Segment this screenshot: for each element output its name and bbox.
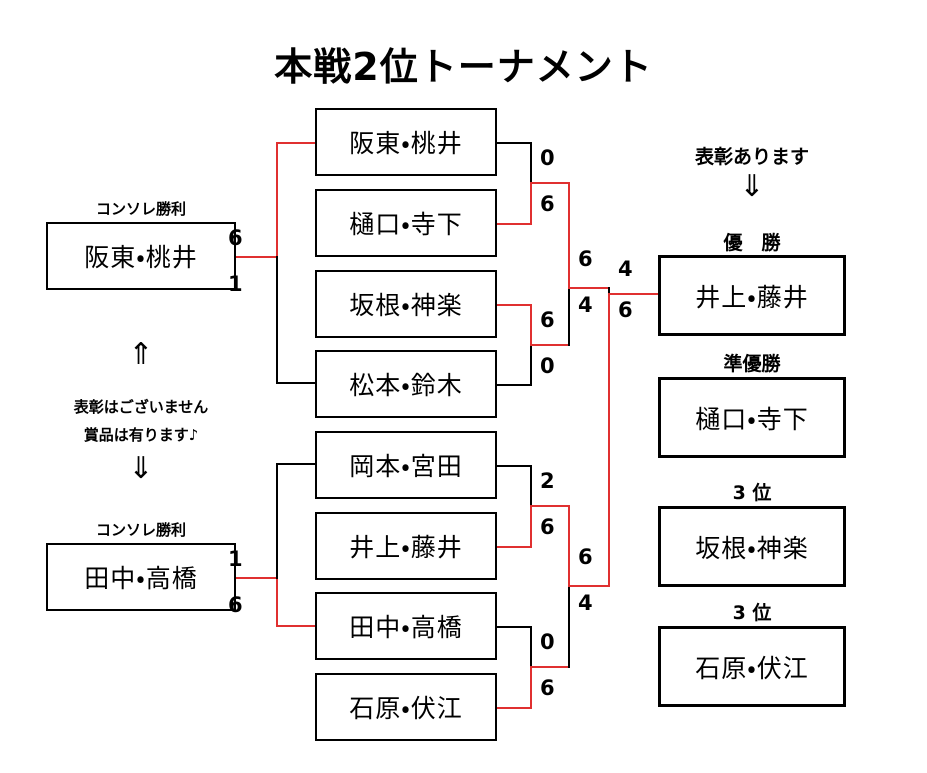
qf4-out [530, 666, 570, 668]
sf1-score-bottom: 4 [578, 293, 593, 317]
round1-box-7[interactable]: 田中・高橋 [315, 592, 497, 660]
consolation-top-player: 阪東・桃井 [84, 243, 198, 272]
consolation-bottom-box[interactable]: 田中・高橋 [46, 543, 236, 611]
qf1-score-top: 0 [540, 146, 555, 170]
round1-box-6[interactable]: 井上・藤井 [315, 512, 497, 580]
consolation-top-label: コンソレ勝利 [95, 200, 186, 218]
qf2-score-top: 6 [540, 308, 555, 332]
note-line-1: 表彰はございません [73, 398, 209, 416]
cons-bot-red-riser [276, 577, 278, 627]
result-player-1: 井上・藤井 [695, 282, 809, 312]
cons-bot-black-arm [276, 463, 316, 465]
qf1-bottom-arm [497, 223, 532, 225]
consolation-top-box[interactable]: 阪東・桃井 [46, 222, 236, 290]
qf2-top-riser [530, 304, 532, 346]
award-arrow-down-icon: ⇓ [739, 169, 765, 204]
cons-top-red-arm [276, 142, 316, 144]
qf2-top-arm [497, 304, 532, 306]
qf3-score-top: 2 [540, 469, 555, 493]
round1-player-5: 岡本・宮田 [349, 452, 463, 481]
sf2-bottom-riser [568, 585, 570, 668]
qf3-out [530, 505, 570, 507]
round1-player-6: 井上・藤井 [349, 533, 463, 562]
round1-player-1: 阪東・桃井 [349, 129, 463, 158]
qf2-score-bottom: 0 [540, 354, 555, 378]
qf4-score-bottom: 6 [540, 676, 555, 700]
result-box-champion[interactable]: 井上・藤井 [658, 255, 846, 336]
sf2-top-riser [568, 505, 570, 587]
cons-bot-red-arm [276, 625, 316, 627]
cons-top-red-riser [276, 142, 278, 258]
qf4-bottom-riser [530, 666, 532, 709]
final-score-top: 4 [618, 257, 633, 281]
qf2-out [530, 344, 570, 346]
result-rank-1: 優 勝 [723, 232, 781, 254]
consolation-bottom-player: 田中・高橋 [84, 564, 198, 593]
cons-bot-red-stub [236, 577, 278, 579]
qf3-bottom-riser [530, 505, 532, 548]
sf2-out [568, 585, 610, 587]
qf3-bottom-arm [497, 546, 532, 548]
final-bottom-riser [608, 293, 610, 585]
result-box-runner-up[interactable]: 樋口・寺下 [658, 377, 846, 458]
qf1-bottom-riser [530, 182, 532, 225]
page-title: 本戦2位トーナメント [274, 45, 653, 89]
round1-player-3: 坂根・神楽 [349, 291, 463, 320]
round1-player-2: 樋口・寺下 [349, 210, 463, 239]
qf4-top-arm [497, 626, 532, 628]
sf1-out [568, 287, 610, 289]
qf1-top-arm [497, 142, 532, 144]
qf4-score-top: 0 [540, 630, 555, 654]
final-top-riser [608, 287, 610, 295]
qf3-top-arm [497, 465, 532, 467]
qf3-top-riser [530, 465, 532, 507]
result-box-third-b[interactable]: 石原・伏江 [658, 626, 846, 707]
consolation-top-score-win: 6 [228, 226, 243, 250]
result-player-4: 石原・伏江 [695, 653, 809, 683]
note-arrow-down-icon: ⇓ [128, 451, 154, 486]
note-line-2: 賞品は有ります♪ [83, 426, 199, 444]
sf2-score-bottom: 4 [578, 591, 593, 615]
qf2-bottom-arm [497, 384, 532, 386]
round1-box-1[interactable]: 阪東・桃井 [315, 108, 497, 176]
sf1-score-top: 6 [578, 247, 593, 271]
round1-player-7: 田中・高橋 [349, 613, 463, 642]
round1-box-5[interactable]: 岡本・宮田 [315, 431, 497, 499]
note-arrow-up-icon: ⇑ [128, 337, 154, 372]
round1-player-4: 松本・鈴木 [349, 371, 463, 400]
sf1-top-riser [568, 182, 570, 289]
result-player-3: 坂根・神楽 [695, 533, 809, 563]
cons-top-red-stub [236, 256, 278, 258]
cons-top-black-riser [276, 256, 278, 384]
consolation-bottom-score-lose: 1 [228, 547, 243, 571]
qf1-out [530, 182, 570, 184]
qf4-bottom-arm [497, 707, 532, 709]
round1-box-2[interactable]: 樋口・寺下 [315, 189, 497, 257]
final-out [608, 293, 660, 295]
cons-top-black-arm [276, 382, 316, 384]
result-player-2: 樋口・寺下 [695, 404, 809, 434]
consolation-bottom-label: コンソレ勝利 [95, 521, 186, 539]
round1-player-8: 石原・伏江 [349, 694, 463, 723]
result-rank-3: 3 位 [732, 482, 772, 504]
cons-bot-black-riser [276, 463, 278, 579]
result-rank-2: 準優勝 [723, 353, 781, 375]
round1-box-3[interactable]: 坂根・神楽 [315, 270, 497, 338]
qf1-top-riser [530, 142, 532, 184]
award-note: 表彰あります [694, 146, 809, 168]
result-rank-4: 3 位 [732, 602, 772, 624]
sf2-score-top: 6 [578, 545, 593, 569]
sf1-bottom-riser [568, 287, 570, 346]
result-box-third-a[interactable]: 坂根・神楽 [658, 506, 846, 587]
round1-box-8[interactable]: 石原・伏江 [315, 673, 497, 741]
consolation-bottom-score-win: 6 [228, 593, 243, 617]
qf3-score-bottom: 6 [540, 515, 555, 539]
final-score-bottom: 6 [618, 298, 633, 322]
qf4-top-riser [530, 626, 532, 668]
round1-box-4[interactable]: 松本・鈴木 [315, 350, 497, 418]
qf1-score-bottom: 6 [540, 192, 555, 216]
consolation-top-score-lose: 1 [228, 272, 243, 296]
qf2-bottom-riser [530, 344, 532, 386]
